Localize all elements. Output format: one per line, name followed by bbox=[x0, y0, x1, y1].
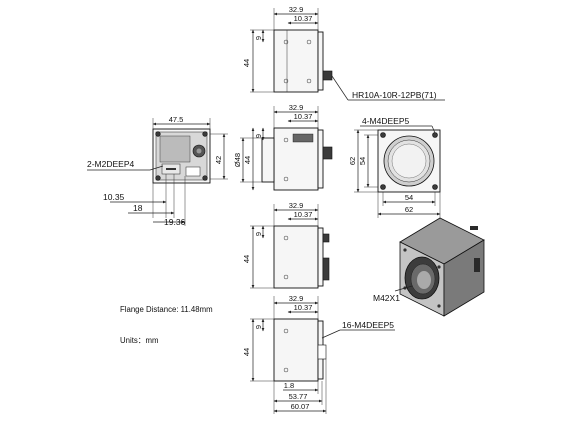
dim-60-07: 60.07 bbox=[291, 402, 310, 411]
dim-44-v2: 44 bbox=[243, 156, 252, 164]
front-view: 4-M4DEEP5 54 62 54 62 bbox=[348, 116, 441, 218]
dim-9-v3: 9 bbox=[254, 232, 263, 236]
side-view-1: 32.9 10.37 9 44 HR10A-10R-12PB(71) bbox=[242, 5, 445, 101]
dim-32-9-v3: 32.9 bbox=[289, 201, 304, 210]
dim-47-5: 47.5 bbox=[169, 115, 184, 124]
dim-32-9-v1: 32.9 bbox=[289, 5, 304, 14]
dim-62-vertical: 62 bbox=[348, 157, 357, 165]
flange-distance-note: Flange Distance: 11.48mm bbox=[120, 305, 213, 314]
dim-44-v4: 44 bbox=[242, 348, 251, 356]
side-view-4: 32.9 10.37 9 44 16-M4DEEP5 1.8 53.77 60.… bbox=[242, 294, 395, 414]
dim-19-36: 19.36 bbox=[164, 217, 186, 227]
dim-9-v1: 9 bbox=[254, 36, 263, 40]
dim-54-horizontal: 54 bbox=[405, 193, 413, 202]
connector-callout: HR10A-10R-12PB(71) bbox=[352, 90, 437, 100]
isometric-camera-view: M42X1 bbox=[373, 217, 485, 317]
side-view-2: 32.9 10.37 9 Ø48 44 bbox=[233, 103, 333, 191]
dim-10-37-v3: 10.37 bbox=[294, 210, 313, 219]
rear-holes-callout: 2-M2DEEP4 bbox=[87, 159, 135, 169]
dim-18: 18 bbox=[133, 203, 143, 213]
bottom-holes-callout: 16-M4DEEP5 bbox=[342, 320, 394, 330]
side-view-3: 32.9 10.37 9 44 bbox=[242, 201, 330, 289]
rear-view: 47.5 42 10.35 18 19.36 2-M2DEEP4 bbox=[87, 115, 228, 227]
dim-32-9-v2: 32.9 bbox=[289, 103, 304, 112]
dim-diameter-48: Ø48 bbox=[233, 153, 242, 167]
dim-54-vertical: 54 bbox=[358, 157, 367, 165]
dim-9-v2: 9 bbox=[254, 134, 263, 138]
dim-44-v1: 44 bbox=[242, 59, 251, 67]
dim-10-37-v4: 10.37 bbox=[294, 303, 313, 312]
dim-10-35: 10.35 bbox=[103, 192, 125, 202]
dim-44-v3: 44 bbox=[242, 255, 251, 263]
dim-62-horizontal: 62 bbox=[405, 205, 413, 214]
dim-10-37-v1: 10.37 bbox=[294, 14, 313, 23]
mount-callout: M42X1 bbox=[373, 293, 400, 303]
dim-32-9-v4: 32.9 bbox=[289, 294, 304, 303]
dim-10-37-v2: 10.37 bbox=[294, 112, 313, 121]
front-holes-callout: 4-M4DEEP5 bbox=[362, 116, 410, 126]
dim-1-8: 1.8 bbox=[284, 381, 294, 390]
dim-53-77: 53.77 bbox=[289, 392, 308, 401]
dim-9-v4: 9 bbox=[254, 325, 263, 329]
hr10a-connector bbox=[322, 70, 333, 81]
dim-42: 42 bbox=[214, 156, 223, 164]
units-note: Units：mm bbox=[120, 336, 159, 345]
